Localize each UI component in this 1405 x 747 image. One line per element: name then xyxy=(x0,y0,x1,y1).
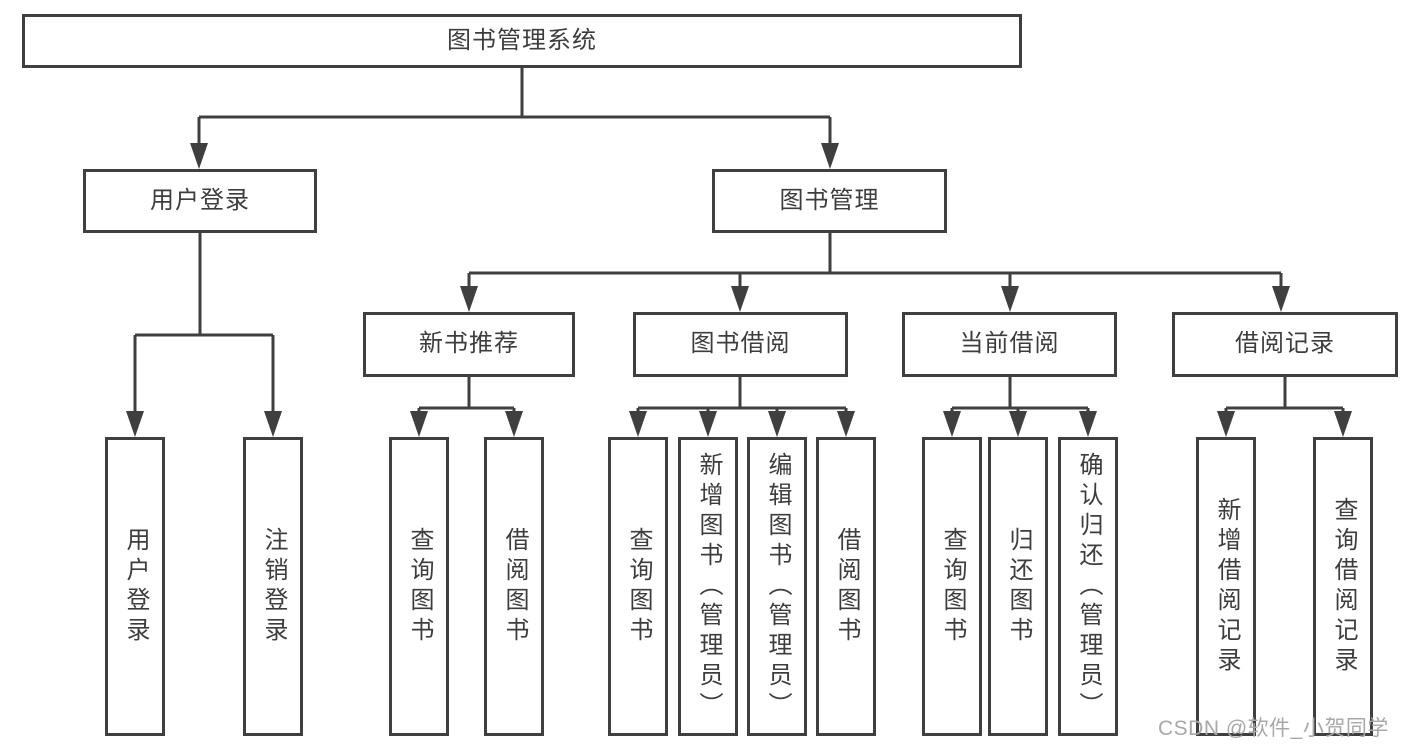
arrowhead xyxy=(264,411,282,437)
node-query-books-borrow: 查询图书 xyxy=(608,437,668,736)
node-label: 新书推荐 xyxy=(419,330,519,358)
node-label: 查询图书 xyxy=(625,526,652,647)
connector-borrow-records-to-children xyxy=(1217,377,1352,437)
node-label: 图书管理 xyxy=(779,186,880,214)
node-query-books-current: 查询图书 xyxy=(922,437,982,736)
node-confirm-return-admin: 确认归还（管理员） xyxy=(1058,437,1118,736)
node-new-book-recommend: 新书推荐 xyxy=(363,312,575,377)
arrowhead xyxy=(1001,286,1019,312)
arrowhead xyxy=(768,411,786,437)
node-label: 查询图书 xyxy=(406,526,433,647)
node-label: 借阅图书 xyxy=(833,526,860,647)
node-label: 新增图书（管理员） xyxy=(695,451,722,722)
node-label: 当前借阅 xyxy=(959,330,1060,358)
arrowhead xyxy=(460,286,478,312)
arrowhead xyxy=(699,411,717,437)
connector-root-to-level2 xyxy=(190,68,839,169)
node-label: 新增借阅记录 xyxy=(1213,496,1240,677)
csdn-watermark: CSDN @软件_小贺同学 xyxy=(1158,717,1389,740)
node-query-borrow-record: 查询借阅记录 xyxy=(1313,437,1373,736)
node-label: 确认归还（管理员） xyxy=(1075,451,1102,722)
connector-new-book-recommend-to-children xyxy=(410,377,523,437)
arrowhead xyxy=(1009,411,1027,437)
connector-current-borrow-to-children xyxy=(943,377,1097,437)
node-user-login: 用户登录 xyxy=(83,169,317,233)
arrowhead xyxy=(1217,411,1235,437)
node-label: 注销登录 xyxy=(260,526,287,647)
connector-user-login-to-children xyxy=(126,233,282,437)
arrowhead xyxy=(1272,286,1290,312)
node-return-books: 归还图书 xyxy=(988,437,1048,736)
arrowhead xyxy=(126,411,144,437)
node-label: 图书借阅 xyxy=(690,330,791,358)
node-borrow-books-recommend: 借阅图书 xyxy=(484,437,544,736)
node-logout: 注销登录 xyxy=(243,437,303,736)
node-add-borrow-record: 新增借阅记录 xyxy=(1196,437,1256,736)
node-book-borrow: 图书借阅 xyxy=(633,312,848,377)
node-user-login-action: 用户登录 xyxy=(105,437,165,736)
node-book-management-system: 图书管理系统 xyxy=(22,14,1022,68)
arrowhead xyxy=(821,143,839,169)
arrowhead xyxy=(629,411,647,437)
node-query-books-recommend: 查询图书 xyxy=(389,437,449,736)
node-label: 借阅图书 xyxy=(501,526,528,647)
node-add-book-admin: 新增图书（管理员） xyxy=(678,437,738,736)
node-current-borrow: 当前借阅 xyxy=(902,312,1117,377)
arrowhead xyxy=(190,143,208,169)
node-borrow-records: 借阅记录 xyxy=(1172,312,1398,377)
node-edit-book-admin: 编辑图书（管理员） xyxy=(747,437,807,736)
arrowhead xyxy=(731,286,749,312)
connector-book-management-to-level3 xyxy=(460,233,1290,312)
node-label: 查询借阅记录 xyxy=(1330,496,1357,677)
node-label: 查询图书 xyxy=(939,526,966,647)
arrowhead xyxy=(943,411,961,437)
node-label: 图书管理系统 xyxy=(447,26,597,54)
node-label: 借阅记录 xyxy=(1235,330,1335,358)
connector-book-borrow-to-children xyxy=(629,377,855,437)
node-borrow-books: 借阅图书 xyxy=(816,437,876,736)
arrowhead xyxy=(410,411,428,437)
arrowhead xyxy=(1079,411,1097,437)
node-label: 归还图书 xyxy=(1005,526,1032,647)
arrowhead xyxy=(505,411,523,437)
node-label: 编辑图书（管理员） xyxy=(764,451,791,722)
node-book-management: 图书管理 xyxy=(712,169,947,233)
node-label: 用户登录 xyxy=(122,526,149,647)
arrowhead xyxy=(837,411,855,437)
node-label: 用户登录 xyxy=(150,186,250,214)
arrowhead xyxy=(1334,411,1352,437)
